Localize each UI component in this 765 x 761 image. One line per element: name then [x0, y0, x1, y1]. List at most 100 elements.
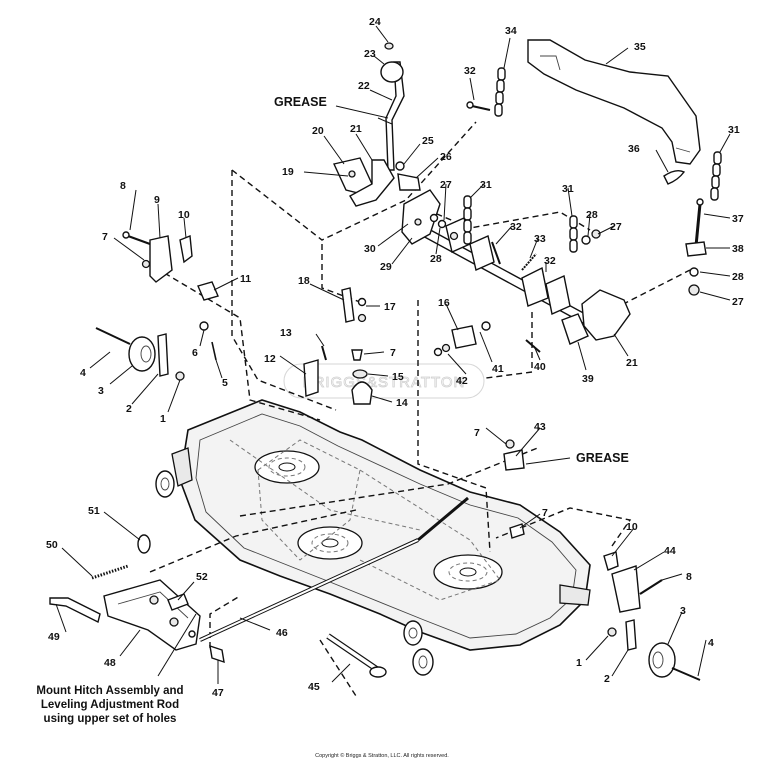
part-19-screw	[348, 170, 356, 178]
part-9-bracket-left	[149, 235, 173, 283]
label-32-low: 32	[544, 255, 556, 267]
lift-shaft-assembly	[401, 189, 631, 341]
mower-deck-shell	[155, 399, 591, 676]
label-14: 14	[396, 397, 408, 409]
label-49: 49	[48, 631, 60, 643]
label-16: 16	[438, 297, 450, 309]
label-21-right: 21	[626, 357, 638, 369]
part-4-bolt-right	[671, 667, 701, 681]
label-2-left: 2	[126, 403, 132, 415]
label-6: 6	[192, 347, 198, 359]
label-25: 25	[422, 135, 434, 147]
label-3-right: 3	[680, 605, 686, 617]
label-39: 39	[582, 373, 594, 385]
label-15: 15	[392, 371, 404, 383]
part-28-washers-left	[429, 213, 459, 241]
label-27-center: 27	[610, 221, 622, 233]
part-13-bolt	[321, 345, 327, 361]
leader-lines	[55, 25, 731, 684]
part-7-screw-center	[351, 349, 363, 361]
label-12: 12	[264, 353, 276, 365]
note-line-3: using upper set of holes	[44, 713, 177, 725]
part-6-washer	[199, 321, 209, 331]
label-28-center: 28	[586, 209, 598, 221]
part-8-bolt-left	[127, 234, 151, 246]
label-8-left: 8	[120, 180, 126, 192]
part-37-adjustment-rod	[694, 198, 704, 247]
label-17: 17	[384, 301, 396, 313]
part-27-nut	[591, 229, 601, 239]
label-27-right: 27	[732, 296, 744, 308]
part-34-chain	[494, 67, 506, 117]
spindle-housing-right	[433, 554, 503, 590]
label-1-left: 1	[160, 413, 166, 425]
part-8-bolt-right	[639, 579, 663, 595]
label-43: 43	[534, 421, 546, 433]
label-32-top: 32	[464, 65, 476, 77]
spindle-housing-center	[297, 526, 363, 560]
watermark: BRIGGS&STRATTON	[283, 363, 485, 399]
label-51: 51	[88, 505, 100, 517]
label-4-right: 4	[708, 637, 714, 649]
part-44-bracket-right	[611, 565, 641, 613]
part-31-chain-right	[710, 151, 722, 201]
part-8-bolt-head	[122, 231, 130, 239]
part-11-fitting	[197, 281, 219, 301]
part-14-u-bolt	[351, 381, 373, 405]
part-1-nut-right	[607, 627, 617, 637]
label-40: 40	[534, 361, 546, 373]
label-4-left: 4	[80, 367, 86, 379]
anti-scalp-wheel-rear-2	[412, 648, 434, 676]
spindle-housing-left	[254, 450, 320, 484]
part-12-bracket	[303, 359, 319, 397]
part-31-chain-middle	[463, 195, 472, 245]
label-52: 52	[196, 571, 208, 583]
label-35: 35	[634, 41, 646, 53]
part-22-deck-lift-lever	[380, 42, 405, 171]
label-30: 30	[364, 243, 376, 255]
part-7-screw-right	[505, 439, 515, 449]
label-29: 29	[380, 261, 392, 273]
label-50: 50	[46, 539, 58, 551]
part-7-nut-left	[141, 259, 151, 269]
label-9: 9	[154, 194, 160, 206]
label-19: 19	[282, 166, 294, 178]
part-50-spring	[91, 564, 129, 580]
part-3-gauge-wheel-left	[128, 336, 156, 372]
part-41-hardware	[481, 321, 491, 331]
part-26-spring-fitting	[397, 173, 421, 191]
hitch-mounting-note: Mount Hitch Assembly and Leveling Adjust…	[36, 685, 183, 725]
note-line-2: Leveling Adjustment Rod	[41, 699, 179, 711]
label-41: 41	[492, 363, 504, 375]
part-28-washer-right	[689, 267, 699, 277]
label-28-mid: 28	[430, 253, 442, 265]
label-32-mid: 32	[510, 221, 522, 233]
label-7-center: 7	[390, 347, 396, 359]
part-21-lift-arm-upper	[349, 159, 395, 207]
part-2-axle-bracket-right	[625, 619, 637, 651]
part-49-pin	[49, 597, 101, 624]
part-18-link	[341, 287, 355, 323]
label-1-right: 1	[576, 657, 582, 669]
part-labels: 24 23 22 20 21 19 25 26 34 35 32 36 31 3…	[36, 16, 743, 759]
part-27-nut-right	[688, 284, 700, 296]
part-52-clip	[167, 593, 189, 611]
part-25-fitting	[395, 161, 405, 171]
part-38-bracket	[685, 241, 707, 257]
label-21-top: 21	[350, 123, 362, 135]
label-8-right: 8	[686, 571, 692, 583]
part-31-chain-center-right	[569, 215, 578, 253]
callout-grease-right: GREASE	[576, 451, 629, 465]
part-3-gauge-wheel-right	[648, 642, 676, 678]
label-31-center: 31	[562, 183, 574, 195]
label-7-left: 7	[102, 231, 108, 243]
part-24-button	[384, 42, 394, 50]
part-39-bracket	[561, 313, 589, 345]
part-10-clip-left	[179, 235, 193, 264]
label-11: 11	[240, 273, 251, 285]
label-37: 37	[732, 213, 744, 225]
label-31-mid: 31	[480, 179, 492, 191]
part-40-bolt	[525, 339, 541, 353]
part-47-bolt	[209, 644, 225, 664]
copyright-text: Copyright © Briggs & Stratton, LLC. All …	[315, 752, 449, 759]
